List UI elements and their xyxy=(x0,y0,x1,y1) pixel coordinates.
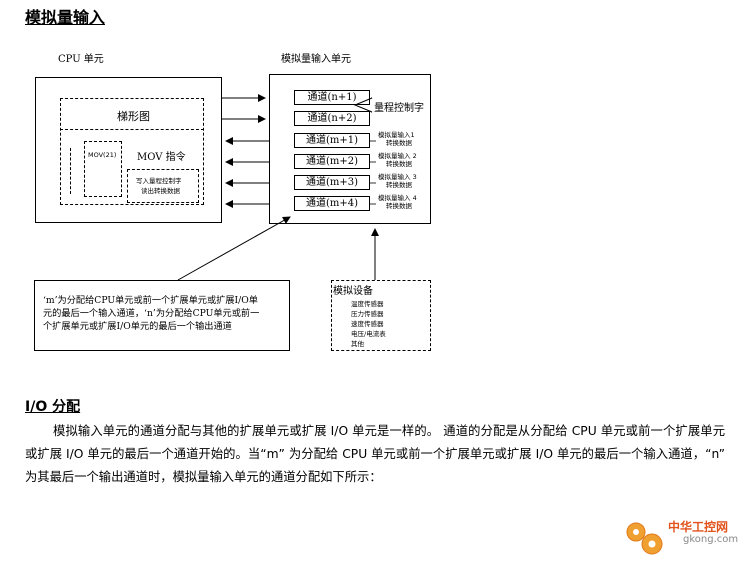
note-line: 元的最后一个输入通道，‘n’为分配给CPU单元或前一 xyxy=(43,308,260,319)
channel-diagram: CPU 单元 模拟量输入单元 梯形图 MOV 指令 MOV(21) 写入量程控制… xyxy=(34,54,431,351)
conversion-label: 模拟量输入 4 xyxy=(378,194,417,202)
channel-box: 通道(m+2) xyxy=(294,154,370,169)
device-item: 电压/电流表 xyxy=(351,330,386,338)
channel-box: 通道(m+1) xyxy=(294,133,370,148)
ladder-divider xyxy=(60,129,204,130)
cpu-unit-box xyxy=(35,77,222,223)
analog-devices-box xyxy=(331,280,431,351)
watermark-brand: 中华工控网 xyxy=(668,520,729,534)
page-title: 模拟量输入 xyxy=(25,8,106,27)
range-brace xyxy=(353,97,373,113)
conversion-label: 模拟量输入 2 xyxy=(378,152,417,160)
device-item: 速度传感器 xyxy=(351,320,384,328)
ladder-box xyxy=(60,98,204,205)
write-read-box xyxy=(127,169,199,203)
ladder-label: 梯形图 xyxy=(117,110,150,123)
analog-unit-label: 模拟量输入单元 xyxy=(281,54,351,65)
write-range-text: 写入量程控制字 xyxy=(136,177,182,185)
diagram-arrows xyxy=(177,94,379,281)
conversion-label: 转换数据 xyxy=(386,202,412,210)
mov21-box xyxy=(84,141,122,197)
analog-unit-box xyxy=(269,74,431,224)
arrow-note xyxy=(177,216,291,281)
conversion-label: 转换数据 xyxy=(386,181,412,189)
channel-box: 通道(n+2) xyxy=(294,111,370,126)
conversion-label: 转换数据 xyxy=(386,139,412,147)
device-item: 压力传感器 xyxy=(351,310,384,318)
channel-box: 通道(m+4) xyxy=(294,196,370,211)
gear-icon xyxy=(626,522,663,555)
analog-devices-title: 模拟设备 xyxy=(333,286,373,297)
mov21-label: MOV(21) xyxy=(88,151,117,159)
note-text: ‘m’为分配给CPU单元或前一个扩展单元或扩展I/O单 元的最后一个输入通道，‘… xyxy=(43,294,287,333)
mov-instruction-label: MOV 指令 xyxy=(137,152,186,163)
conversion-label: 模拟量输入1 xyxy=(378,131,415,139)
note-line: 个扩展单元或扩展I/O单元的最后一个输出通道 xyxy=(43,321,232,332)
body-paragraph: 模拟输入单元的通道分配与其他的扩展单元或扩展 I/O 单元是一样的。 通道的分配… xyxy=(25,424,725,484)
device-item: 温度传感器 xyxy=(351,300,384,308)
channel-box: 通道(m+3) xyxy=(294,175,370,190)
channel-box: 通道(n+1) xyxy=(294,90,370,105)
section-heading: I/O 分配 xyxy=(25,399,81,415)
conversion-label: 模拟量输入 3 xyxy=(378,173,417,181)
mov-left-line xyxy=(70,148,71,194)
watermark-domain: gkong.com xyxy=(683,534,739,545)
range-word-label: 量程控制字 xyxy=(374,103,424,114)
note-box xyxy=(34,280,290,351)
cpu-unit-label: CPU 单元 xyxy=(58,54,104,65)
read-conversion-text: 读出转换数据 xyxy=(141,187,180,195)
device-item: 其他 xyxy=(351,340,364,348)
conversion-label: 转换数据 xyxy=(386,160,412,168)
note-line: ‘m’为分配给CPU单元或前一个扩展单元或扩展I/O单 xyxy=(43,295,258,306)
